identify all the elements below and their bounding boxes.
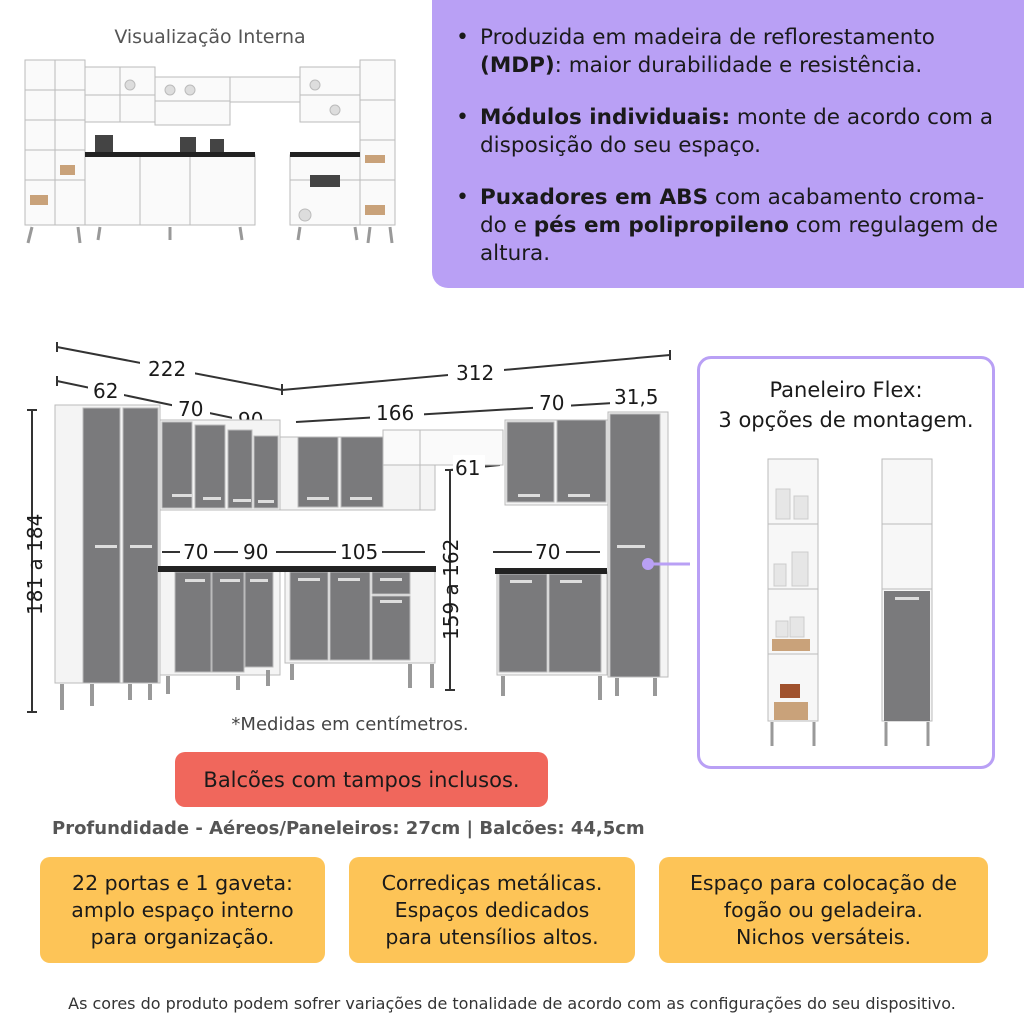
color-disclaimer: As cores do produto podem sofrer variaçõ… xyxy=(68,994,956,1013)
card-space-line3: Nichos versáteis. xyxy=(736,924,911,949)
card-slides-line3: para utensílios altos. xyxy=(385,924,599,949)
feature-handles-text2a: do e xyxy=(480,213,534,238)
card-slides-line2: Espaços dedicados xyxy=(394,897,590,922)
paneleiro-flex-box: Paneleiro Flex: 3 opções de montagem. xyxy=(697,356,995,769)
dim-90-base: 90 xyxy=(243,540,268,564)
bullet-icon: • xyxy=(456,185,469,210)
feature-mdp-line1: Produzida em madeira de reflorestamento xyxy=(480,25,935,50)
bullet-icon: • xyxy=(456,25,469,50)
dim-222: 222 xyxy=(148,357,186,381)
dim-70-top: 70 xyxy=(178,397,203,421)
card-doors-line3: para organização. xyxy=(90,924,275,949)
kitchen-dimension-diagram: 222 312 62 70 90 166 70 31,5 xyxy=(23,342,690,713)
dim-61: 61 xyxy=(455,456,480,480)
internal-view-title: Visualização Interna xyxy=(114,26,306,48)
feature-handles-bold1: Puxadores em ABS xyxy=(480,185,709,210)
card-doors-line2: amplo espaço interno xyxy=(71,897,294,922)
dim-166: 166 xyxy=(376,401,414,425)
feature-card-doors: 22 portas e 1 gaveta:amplo espaço intern… xyxy=(40,857,325,963)
card-space-line2: fogão ou geladeira. xyxy=(723,897,924,922)
depth-info: Profundidade - Aéreos/Paneleiros: 27cm |… xyxy=(52,818,645,839)
dim-62: 62 xyxy=(93,379,118,403)
flex-title-line1: Paneleiro Flex: xyxy=(769,378,923,402)
dim-70-right: 70 xyxy=(539,391,564,415)
internal-view-image xyxy=(24,59,396,244)
paneleiro-flex-title: Paneleiro Flex: 3 opções de montagem. xyxy=(700,375,992,435)
dim-181-184: 181 a 184 xyxy=(23,514,47,615)
feature-modules-text2: disposição do seu espaço. xyxy=(480,133,761,158)
card-space-line1: Espaço para colocação de xyxy=(689,870,958,895)
feature-handles-text1: com acabamento croma- xyxy=(708,185,985,210)
feature-modules-text1: monte de acordo com a xyxy=(730,105,994,130)
card-doors-line1: 22 portas e 1 gaveta: xyxy=(72,870,293,895)
dim-159-162: 159 a 162 xyxy=(439,539,463,640)
feature-modules-bold: Módulos individuais: xyxy=(480,105,731,130)
feature-handles-text2b: com regulagem de xyxy=(788,213,999,238)
dim-312: 312 xyxy=(456,361,494,385)
dim-105: 105 xyxy=(340,540,378,564)
bullet-icon: • xyxy=(456,105,469,130)
countertop-note: Balcões com tampos inclusos. xyxy=(175,752,548,807)
feature-mdp: • Produzida em madeira de reflorestament… xyxy=(456,24,1004,80)
feature-modules: • Módulos individuais: monte de acordo c… xyxy=(456,104,1004,160)
dim-70-base: 70 xyxy=(183,540,208,564)
feature-handles-text3: altura. xyxy=(480,241,551,266)
paneleiro-options-image xyxy=(767,458,933,746)
dim-70-base-right: 70 xyxy=(535,540,560,564)
measure-note: *Medidas em centímetros. xyxy=(231,714,469,735)
card-slides-line1: Corrediças metálicas. xyxy=(381,870,603,895)
feature-handles-bold2: pés em polipropileno xyxy=(533,213,789,238)
feature-mdp-bold: (MDP) xyxy=(480,53,555,78)
features-panel: • Produzida em madeira de reflorestament… xyxy=(432,0,1024,288)
flex-title-line2: 3 opções de montagem. xyxy=(718,408,974,432)
feature-mdp-text: : maior durabilidade e resistência. xyxy=(554,53,923,78)
dim-31-5: 31,5 xyxy=(614,385,659,409)
feature-handles: • Puxadores em ABS com acabamento croma-… xyxy=(456,184,1004,268)
